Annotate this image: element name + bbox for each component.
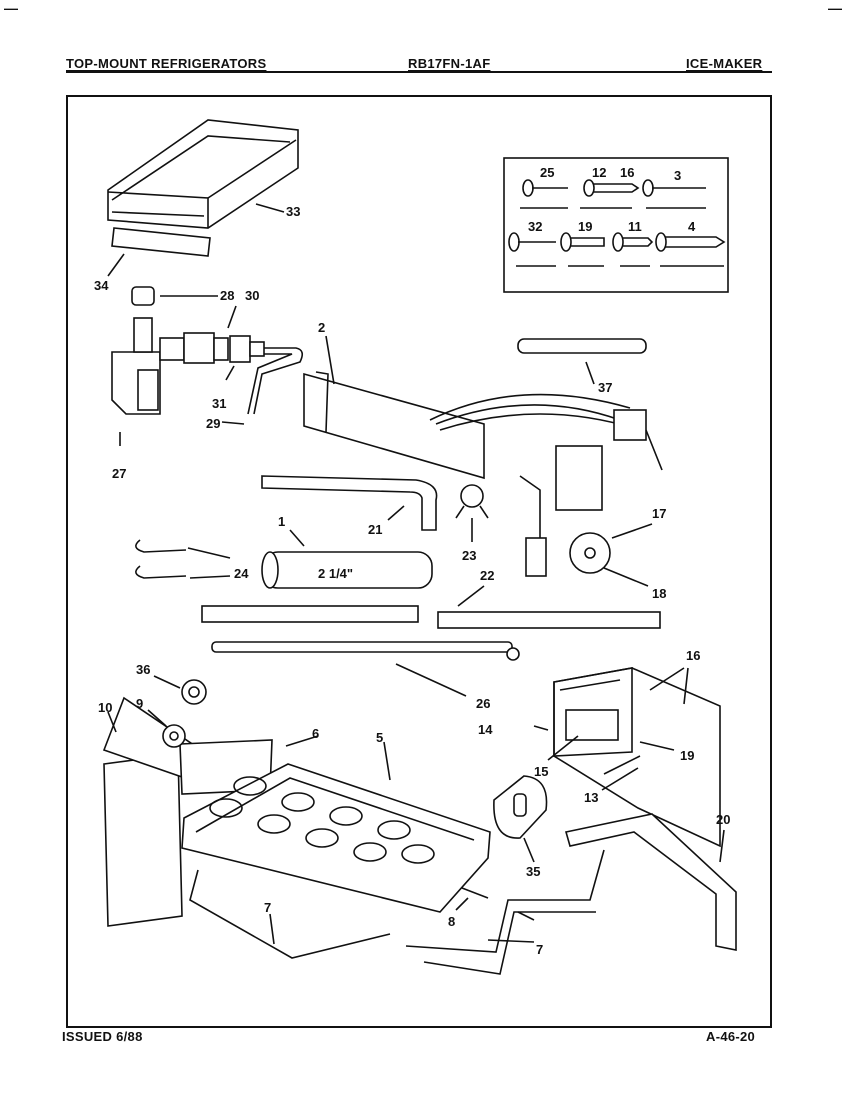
hose-clamp [455, 484, 489, 519]
bracket [564, 813, 737, 951]
callout-18: 18 [652, 586, 666, 601]
valve-fitting [183, 332, 265, 364]
callout-35: 35 [526, 864, 540, 879]
shutoff-arm [189, 849, 605, 975]
callout-19b: 19 [680, 748, 694, 763]
callout-31: 31 [212, 396, 226, 411]
callout-8: 8 [448, 914, 455, 929]
callout-11: 11 [628, 219, 642, 234]
leader-lines [107, 203, 725, 945]
footer-issued: ISSUED 6/88 [62, 1029, 143, 1044]
corner-mark-left: — [4, 0, 18, 16]
callout-24: 24 [234, 566, 249, 581]
callout-20: 20 [716, 812, 730, 827]
cable-tie [211, 641, 520, 661]
fill-tube [247, 347, 304, 415]
screw-12-16 [583, 179, 640, 197]
callout-4: 4 [688, 219, 696, 234]
callout-2: 2 [318, 320, 325, 335]
callout-22: 22 [480, 568, 494, 583]
callout-1: 1 [278, 514, 285, 529]
footer-page-code: A-46-20 [706, 1029, 756, 1044]
screw-25 [522, 179, 568, 197]
callout-9: 9 [136, 696, 143, 711]
callout-27: 27 [112, 466, 126, 481]
callout-21: 21 [368, 522, 382, 537]
ice-bin [107, 119, 299, 229]
fill-cup-tube [261, 551, 433, 589]
callout-12: 12 [592, 165, 606, 180]
insulation-strip [201, 605, 661, 629]
callout-17: 17 [652, 506, 666, 521]
hose-21 [261, 475, 438, 531]
callout-28: 28 [220, 288, 234, 303]
callout-13: 13 [584, 790, 598, 805]
diagram-frame [66, 95, 772, 1028]
callout-37: 37 [598, 380, 612, 395]
screw-3 [642, 179, 706, 197]
wiring-harness [303, 371, 663, 577]
callout-23: 23 [462, 548, 476, 563]
mounting-clip [493, 775, 548, 839]
callout-10: 10 [98, 700, 112, 715]
header-model: RB17FN-1AF [408, 56, 491, 71]
callout-33: 33 [286, 204, 300, 219]
screw-32 [508, 232, 556, 252]
screw-11 [612, 232, 654, 252]
header-category: TOP-MOUNT REFRIGERATORS [66, 56, 267, 71]
tube-37 [517, 338, 647, 354]
ice-cube-cavities [209, 776, 435, 864]
nut [131, 286, 155, 306]
callout-14: 14 [478, 722, 493, 737]
callout-15: 15 [534, 764, 548, 779]
callout-26: 26 [476, 696, 490, 711]
callout-36: 36 [136, 662, 150, 677]
corner-mark-right: — [828, 0, 842, 16]
screw-4 [655, 232, 726, 252]
callout-7b: 7 [536, 942, 543, 957]
tube-length-label: 2 1/4" [318, 566, 353, 581]
water-valve [111, 317, 185, 415]
cotter-pins [135, 539, 187, 579]
screw-8 [461, 887, 489, 899]
callout-7a: 7 [264, 900, 271, 915]
header-rule [66, 71, 772, 73]
callout-19a: 19 [578, 219, 592, 234]
screw-19 [560, 232, 605, 252]
callout-6: 6 [312, 726, 319, 741]
grommet [569, 532, 611, 574]
callout-30: 30 [245, 288, 259, 303]
callout-34: 34 [94, 278, 109, 293]
header-section: ICE-MAKER [686, 56, 763, 71]
bin-strip [111, 227, 211, 257]
callout-25: 25 [540, 165, 554, 180]
callout-16a: 16 [620, 165, 634, 180]
callout-32: 32 [528, 219, 542, 234]
callout-16b: 16 [686, 648, 700, 663]
ice-maker-assembly [102, 679, 491, 927]
hardware-box [503, 157, 729, 293]
callout-29: 29 [206, 416, 220, 431]
callout-5: 5 [376, 730, 383, 745]
callout-3: 3 [674, 168, 681, 183]
